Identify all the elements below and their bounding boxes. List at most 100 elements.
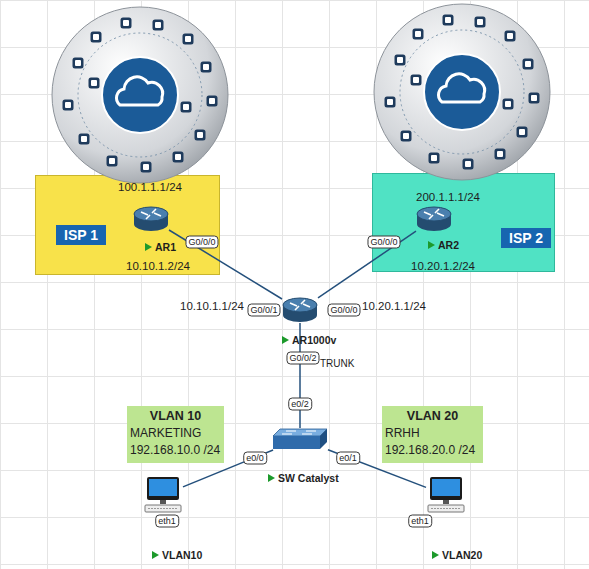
port-label: G0/0/0	[327, 304, 360, 317]
cloud-disc	[102, 57, 178, 133]
icon-part	[273, 436, 320, 449]
icon-part	[149, 479, 177, 496]
device-name: SW Catalyst	[268, 472, 339, 484]
device-name: AR1000v	[282, 334, 336, 346]
ip-address: 100.1.1.1/24	[118, 181, 182, 193]
port-label: eth1	[408, 515, 432, 528]
port-label: e0/1	[336, 452, 360, 465]
icon-part	[428, 505, 464, 512]
device-icon	[107, 156, 118, 167]
device-icon	[463, 159, 474, 170]
port-label: G0/0/0	[367, 236, 400, 249]
icon-part	[443, 500, 449, 504]
device-icon	[411, 75, 422, 86]
cloud-disc	[424, 54, 500, 130]
device-icon	[503, 99, 514, 110]
vlan-heading: VLAN 10	[130, 408, 221, 425]
device-icon	[201, 62, 212, 73]
device-icon	[529, 93, 540, 104]
vlan-name: MARKETING	[130, 425, 221, 442]
icon-part	[282, 431, 316, 434]
isp-badge: ISP 1	[56, 225, 106, 245]
device-name: VLAN10	[152, 549, 202, 561]
ip-address: 10.10.1.2/24	[126, 260, 190, 272]
port-label: e0/0	[243, 452, 267, 465]
router-icon	[133, 206, 169, 232]
device-name: AR1	[145, 241, 176, 253]
device-icon	[91, 32, 102, 43]
icon-part	[145, 505, 181, 512]
vlan-box: VLAN 20RRHH192.168.20.0 /24	[382, 406, 483, 463]
isp-badge: ISP 2	[501, 228, 551, 248]
cloud-symbol	[116, 77, 162, 105]
port-label: G0/0/0	[185, 236, 218, 249]
router: AR1	[133, 206, 169, 232]
device-icon	[395, 55, 406, 66]
device-icon	[181, 102, 192, 113]
device-icon	[121, 18, 132, 29]
device-icon	[385, 97, 396, 108]
device-icon	[63, 100, 74, 111]
icon-part	[148, 508, 178, 509]
globe	[52, 7, 228, 183]
device-icon	[413, 29, 424, 40]
subnet: 192.168.20.0 /24	[385, 442, 480, 459]
device-icon	[207, 96, 218, 107]
ip-address: 10.20.1.1/24	[362, 300, 426, 312]
isp-zone: 200.1.1.1/24ISP 2 10.20.1.2/24 AR2	[372, 173, 555, 272]
port-label: eth1	[155, 515, 179, 528]
device-icon	[401, 131, 412, 142]
ip-address: 10.20.1.2/24	[411, 260, 475, 272]
vlan-box: VLAN 10MARKETING192.168.10.0 /24	[127, 406, 224, 463]
device-icon	[495, 149, 506, 160]
switch: SW Catalyst	[272, 428, 328, 450]
isp-zone: 100.1.1.1/24ISP 1 10.10.1.2/24 AR1	[35, 175, 220, 275]
icon-part	[320, 429, 327, 449]
device-icon	[195, 130, 206, 141]
icon-part	[283, 298, 317, 312]
globe-left	[52, 7, 228, 183]
dotted-ring	[400, 30, 524, 154]
pc-icon	[426, 476, 466, 514]
device-icon	[73, 58, 84, 69]
host-pc: VLAN10	[143, 476, 183, 514]
port-label: G0/0/2	[286, 352, 319, 365]
router: AR1000v	[282, 297, 318, 323]
router-icon	[416, 206, 452, 232]
ip-address: 200.1.1.1/24	[416, 191, 480, 203]
link-mode: TRUNK	[320, 358, 354, 369]
port-label: G0/0/1	[247, 304, 280, 317]
device-icon	[141, 162, 152, 173]
device-icon	[505, 31, 516, 42]
port-label: e0/2	[288, 398, 312, 411]
device-icon	[517, 127, 528, 138]
pc-icon	[143, 476, 183, 514]
cloud-symbol	[438, 74, 484, 102]
device-name: VLAN20	[432, 549, 482, 561]
dotted-ring	[78, 33, 202, 157]
device-icon	[443, 15, 454, 26]
globe	[374, 4, 550, 180]
device-icon	[89, 78, 100, 89]
device-icon	[475, 17, 486, 28]
icon-part	[160, 500, 166, 504]
vlan-heading: VLAN 20	[385, 408, 480, 425]
icon-part	[134, 207, 168, 221]
icon-part	[141, 209, 161, 219]
device-icon	[153, 20, 164, 31]
router: AR2	[416, 206, 452, 232]
icon-part	[147, 477, 179, 500]
icon-part	[273, 429, 327, 436]
icon-part	[290, 300, 310, 310]
device-icon	[183, 34, 194, 45]
ip-address: 10.10.1.1/24	[180, 300, 244, 312]
icon-part	[424, 209, 444, 219]
vlan-name: RRHH	[385, 425, 480, 442]
subnet: 192.168.10.0 /24	[130, 442, 221, 459]
device-icon	[173, 152, 184, 163]
device-icon	[523, 59, 534, 70]
icon-part	[432, 479, 460, 496]
switch-icon	[272, 428, 328, 450]
device-name: AR2	[428, 239, 459, 251]
